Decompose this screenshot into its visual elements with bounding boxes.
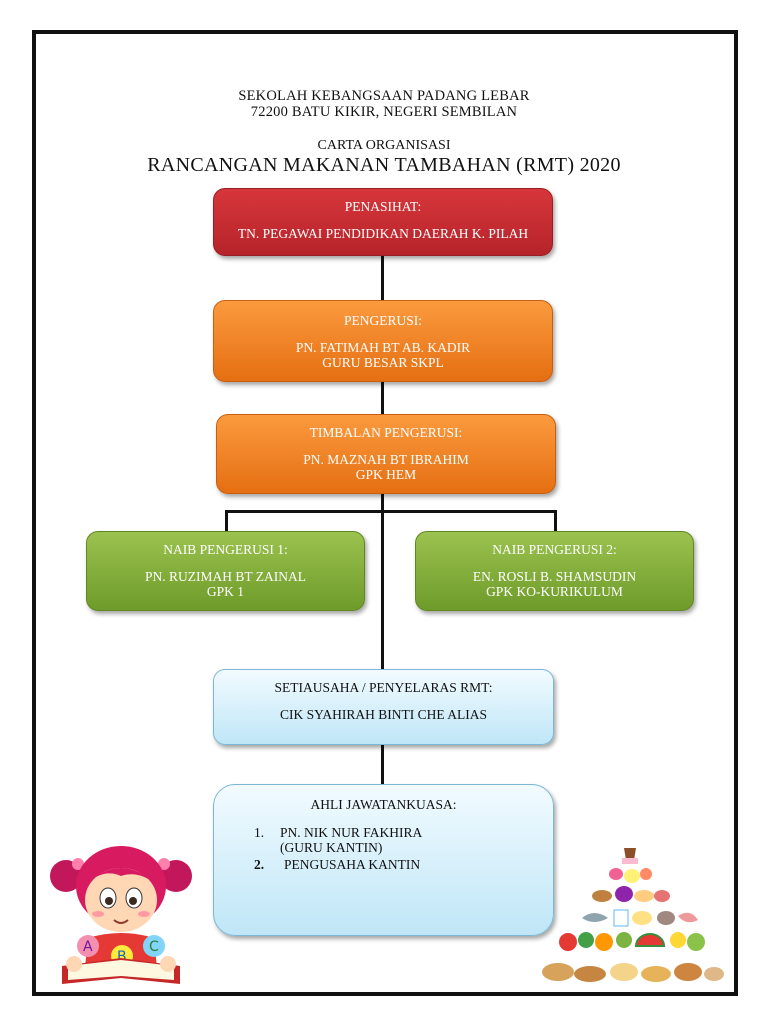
- setiausaha-name: CIK SYAHIRAH BINTI CHE ALIAS: [279, 707, 487, 722]
- naib2-title: GPK KO-KURIKULUM: [486, 584, 623, 599]
- timbalan-title: GPK HEM: [355, 467, 417, 482]
- ahli-box: AHLI JAWATANKUASA: 1. PN. NIK NUR FAKHIR…: [213, 784, 554, 936]
- member-number: 2.: [254, 857, 265, 872]
- connector-left: [225, 510, 228, 532]
- list-item: 1. PN. NIK NUR FAKHIRA (GURU KANTIN): [254, 825, 422, 855]
- member-list: 1. PN. NIK NUR FAKHIRA (GURU KANTIN) 2. …: [254, 825, 422, 872]
- naib1-box: NAIB PENGERUSI 1: PN. RUZIMAH BT ZAINAL …: [86, 531, 365, 611]
- timbalan-box: TIMBALAN PENGERUSI: PN. MAZNAH BT IBRAHI…: [216, 414, 556, 494]
- connector-right: [554, 510, 557, 532]
- page-frame: [32, 30, 738, 996]
- penasihat-role: PENASIHAT:: [344, 199, 422, 214]
- member-name: PN. NIK NUR FAKHIRA: [280, 825, 423, 840]
- connector-branch: [225, 510, 557, 513]
- naib1-name: PN. RUZIMAH BT ZAINAL: [145, 569, 306, 584]
- member-number: 1.: [254, 825, 265, 840]
- svg-text:A: A: [83, 939, 93, 955]
- school-header: SEKOLAH KEBANGSAAN PADANG LEBAR 72200 BA…: [0, 88, 768, 120]
- pengerusi-role: PENGERUSI:: [343, 313, 422, 328]
- school-name: SEKOLAH KEBANGSAAN PADANG LEBAR: [238, 88, 530, 104]
- naib2-role: NAIB PENGERUSI 2:: [492, 542, 617, 557]
- naib1-role: NAIB PENGERUSI 1:: [163, 542, 288, 557]
- timbalan-role: TIMBALAN PENGERUSI:: [309, 425, 463, 440]
- food-pyramid-illustration: [542, 848, 724, 982]
- penasihat-name: TN. PEGAWAI PENDIDIKAN DAERAH K. PILAH: [237, 226, 529, 241]
- setiausaha-box: SETIAUSAHA / PENYELARAS RMT: CIK SYAHIRA…: [213, 669, 554, 745]
- chart-label: CARTA ORGANISASI: [317, 138, 451, 153]
- penasihat-box: PENASIHAT: TN. PEGAWAI PENDIDIKAN DAERAH…: [213, 188, 553, 256]
- connector-main: [381, 256, 384, 786]
- ahli-role: AHLI JAWATANKUASA:: [310, 797, 457, 812]
- naib2-name: EN. ROSLI B. SHAMSUDIN: [472, 569, 637, 584]
- pengerusi-title: GURU BESAR SKPL: [322, 355, 444, 370]
- girl-reading-illustration: A B C: [50, 846, 192, 984]
- member-name: PENGUSAHA KANTIN: [284, 857, 421, 872]
- list-item: 2. PENGUSAHA KANTIN: [254, 857, 422, 872]
- svg-text:B: B: [117, 949, 127, 965]
- naib2-box: NAIB PENGERUSI 2: EN. ROSLI B. SHAMSUDIN…: [415, 531, 694, 611]
- school-address: 72200 BATU KIKIR, NEGERI SEMBILAN: [250, 104, 518, 120]
- pengerusi-name: PN. FATIMAH BT AB. KADIR: [295, 340, 471, 355]
- timbalan-name: PN. MAZNAH BT IBRAHIM: [303, 452, 469, 467]
- pengerusi-box: PENGERUSI: PN. FATIMAH BT AB. KADIR GURU…: [213, 300, 553, 382]
- naib1-title: GPK 1: [206, 584, 245, 599]
- member-subtitle: (GURU KANTIN): [280, 840, 383, 855]
- chart-title: RANCANGAN MAKANAN TAMBAHAN (RMT) 2020: [147, 154, 621, 176]
- setiausaha-role: SETIAUSAHA / PENYELARAS RMT:: [274, 680, 493, 695]
- svg-text:C: C: [149, 939, 159, 955]
